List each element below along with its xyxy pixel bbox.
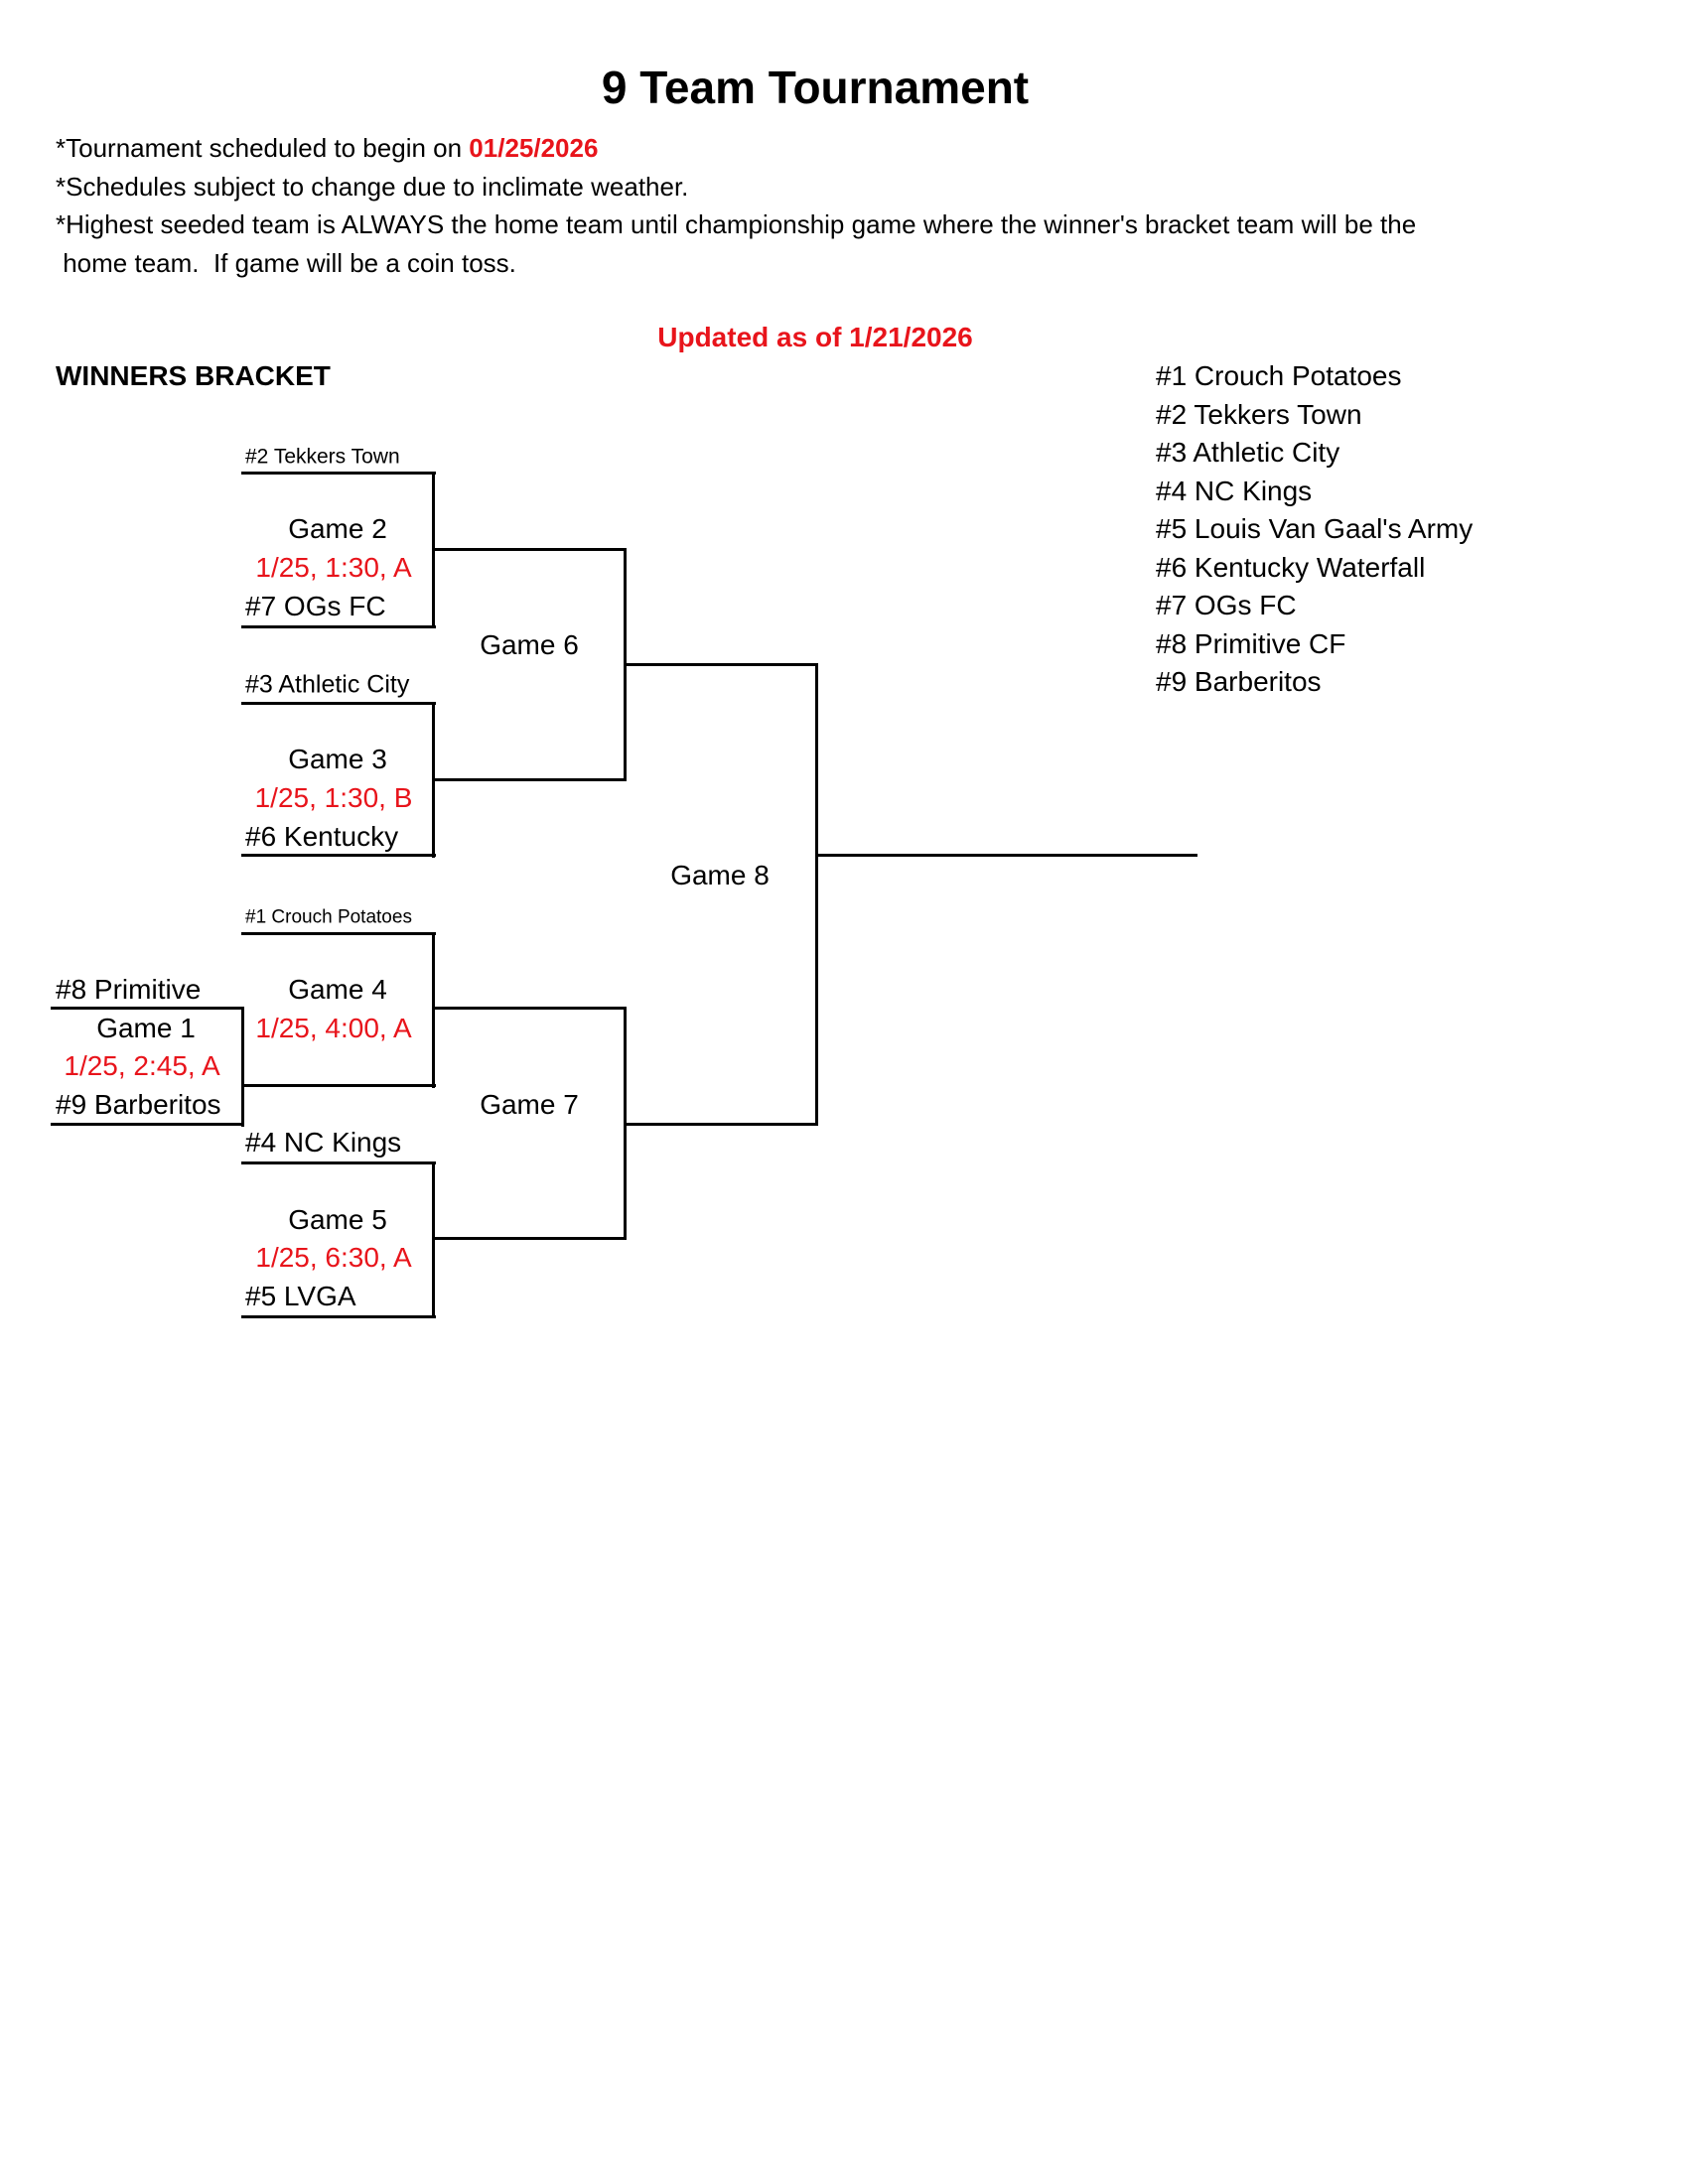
seed-item: #6 Kentucky Waterfall xyxy=(1156,552,1426,583)
game5-label: Game 5 xyxy=(288,1204,387,1235)
game1-bottom-team: #9 Barberitos xyxy=(56,1089,221,1120)
game2-label: Game 2 xyxy=(288,513,387,544)
game3-label: Game 3 xyxy=(288,744,387,774)
note-start-text: *Tournament scheduled to begin on xyxy=(56,133,470,163)
game5-bottom-line xyxy=(241,1315,436,1318)
game7-to-game8-line xyxy=(624,1123,818,1126)
game3-time: 1/25, 1:30, B xyxy=(254,782,413,813)
game5-top-team: #4 NC Kings xyxy=(245,1127,402,1158)
game4-to-game7-line xyxy=(432,1007,627,1010)
start-date: 01/25/2026 xyxy=(469,133,599,163)
game6-label: Game 6 xyxy=(480,629,579,660)
game2-to-game6-line xyxy=(432,548,627,551)
game5-time: 1/25, 6:30, A xyxy=(255,1242,412,1273)
updated-date: Updated as of 1/21/2026 xyxy=(657,322,973,352)
game7-label: Game 7 xyxy=(480,1089,579,1120)
game5-top-line xyxy=(241,1161,436,1164)
seed-item: #7 OGs FC xyxy=(1156,590,1297,620)
seed-item: #4 NC Kings xyxy=(1156,476,1313,506)
game4-label: Game 4 xyxy=(288,974,387,1005)
game8-right-line xyxy=(815,663,818,1126)
page-title: 9 Team Tournament xyxy=(601,62,1030,113)
seed-item: #8 Primitive CF xyxy=(1156,628,1346,659)
game6-to-game8-line xyxy=(624,663,818,666)
game1-bottom-line xyxy=(51,1123,244,1126)
note-home-team: *Highest seeded team is ALWAYS the home … xyxy=(56,209,1417,239)
game8-label: Game 8 xyxy=(670,860,770,890)
game3-bottom-line xyxy=(241,854,436,857)
game2-bottom-line xyxy=(241,625,436,628)
game4-bottom-line xyxy=(241,1084,436,1087)
game3-to-game6-line xyxy=(432,778,627,781)
seed-item: #9 Barberitos xyxy=(1156,666,1322,697)
game5-right-line xyxy=(432,1161,435,1318)
game2-bottom-team: #7 OGs FC xyxy=(245,591,386,621)
game2-top-line xyxy=(241,472,436,475)
game3-top-line xyxy=(241,702,436,705)
game1-time: 1/25, 2:45, A xyxy=(64,1050,220,1081)
game5-bottom-team: #5 LVGA xyxy=(245,1281,356,1311)
game3-top-team: #3 Athletic City xyxy=(245,670,410,699)
game1-right-line xyxy=(241,1007,244,1127)
game1-top-team: #8 Primitive xyxy=(56,974,202,1005)
note-start-date: *Tournament scheduled to begin on 01/25/… xyxy=(56,135,598,161)
game4-right-line xyxy=(432,932,435,1088)
seed-item: #5 Louis Van Gaal's Army xyxy=(1156,513,1474,544)
game5-to-game7-line xyxy=(432,1237,627,1240)
game3-bottom-team: #6 Kentucky xyxy=(245,821,399,852)
seed-item: #3 Athletic City xyxy=(1156,437,1340,468)
game2-time: 1/25, 1:30, A xyxy=(255,552,412,583)
champion-line xyxy=(815,854,1197,857)
seed-item: #2 Tekkers Town xyxy=(1156,399,1362,430)
game1-label: Game 1 xyxy=(96,1013,196,1043)
game4-time: 1/25, 4:00, A xyxy=(255,1013,412,1043)
note-home-team-cont: home team. If game will be a coin toss. xyxy=(56,248,516,278)
bracket-title: WINNERS BRACKET xyxy=(56,360,331,391)
game4-top-team: #1 Crouch Potatoes xyxy=(245,906,412,928)
game2-top-team: #2 Tekkers Town xyxy=(245,445,400,469)
seed-item: #1 Crouch Potatoes xyxy=(1156,360,1402,391)
note-weather: *Schedules subject to change due to incl… xyxy=(56,172,689,202)
game4-top-line xyxy=(241,932,436,935)
game1-top-line xyxy=(51,1007,244,1010)
